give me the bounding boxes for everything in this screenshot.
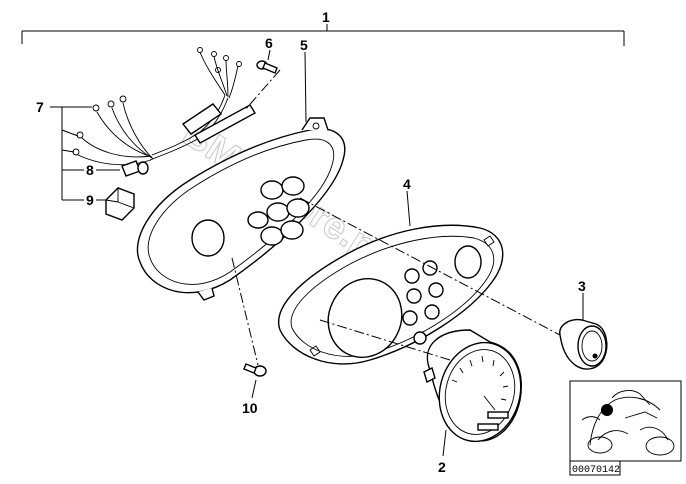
lamp-sockets (247, 176, 310, 246)
screw-10 (243, 363, 267, 377)
callout-8: 8 (86, 162, 94, 178)
reference-code-box (569, 460, 621, 476)
speedometer (423, 329, 522, 443)
assembly-lines (231, 69, 561, 366)
motorcycle-sketch (581, 390, 675, 456)
screw-6 (256, 60, 278, 74)
bulb-socket (105, 187, 135, 221)
callout-2: 2 (438, 459, 446, 475)
callout-labels: 1 5 6 7 8 9 4 3 10 2 (36, 9, 586, 475)
callout-10: 10 (242, 400, 258, 416)
callout-7: 7 (36, 99, 44, 115)
small-gauge (559, 318, 608, 370)
callout-5: 5 (300, 37, 308, 53)
reference-code: 00070142 (572, 465, 620, 476)
assembly-bracket (21, 24, 625, 46)
location-marker-icon (601, 404, 613, 416)
callout-4: 4 (403, 176, 411, 192)
callout-9: 9 (86, 192, 94, 208)
leader-lines (50, 49, 584, 457)
callout-6: 6 (265, 35, 273, 51)
inset-frame (569, 380, 682, 462)
callout-3: 3 (578, 278, 586, 294)
callout-1: 1 (322, 9, 330, 25)
locator-inset: 00070142 (569, 380, 682, 476)
instrument-bezel (277, 224, 504, 365)
indicator-windows (402, 260, 444, 345)
bulb (121, 160, 149, 177)
wiring-harness (72, 47, 256, 165)
instrument-housing (136, 117, 346, 301)
